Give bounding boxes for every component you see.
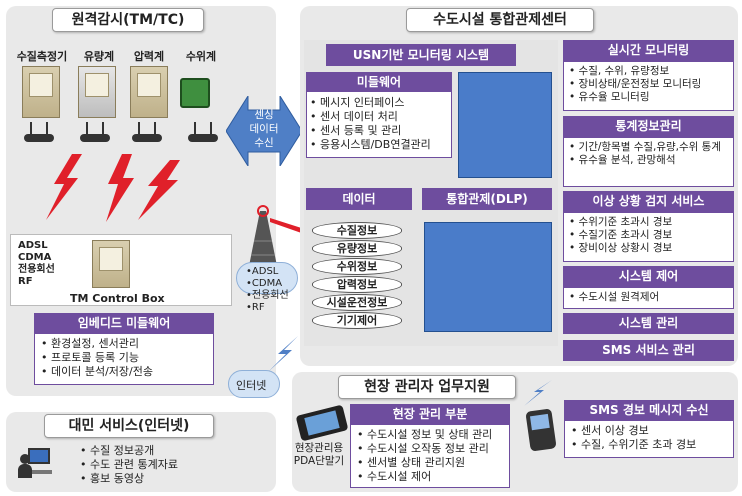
router-icon-3 bbox=[132, 122, 162, 142]
middleware-item: 메시지 인터페이스 bbox=[310, 96, 431, 110]
public-service-item: 수질 정보공개 bbox=[80, 444, 178, 458]
data-item-pressure: 압력정보 bbox=[312, 276, 402, 293]
field-management-item: 수도시설 오작동 정보 관리 bbox=[357, 442, 503, 456]
mobile-phone-icon bbox=[525, 408, 557, 452]
public-service-item: 수도 관련 통계자료 bbox=[80, 458, 178, 472]
pressure-meter-image bbox=[130, 66, 168, 118]
data-item-flow: 유량정보 bbox=[312, 240, 402, 257]
phone-signal-icon bbox=[524, 380, 552, 406]
device-label-pressure: 압력계 bbox=[133, 50, 165, 63]
device-label-flow: 유량계 bbox=[83, 50, 115, 63]
computer-user-icon bbox=[18, 448, 52, 478]
router-icon-4 bbox=[188, 122, 218, 142]
field-management-item: 수도시설 정보 및 상태 관리 bbox=[357, 428, 503, 442]
embedded-item: 데이터 분석/저장/전송 bbox=[41, 365, 207, 379]
public-service-title: 대민 서비스(인터넷) bbox=[44, 414, 214, 438]
statistics-item: 기간/항목별 수질,유량,수위 통계 bbox=[569, 141, 728, 154]
middleware-title: 미들웨어 bbox=[306, 72, 452, 92]
pda-label: 현장관리용 PDA단말기 bbox=[293, 442, 345, 467]
anomaly-item: 수위기준 초과시 경보 bbox=[569, 216, 728, 229]
realtime-item: 유수율 모니터링 bbox=[569, 91, 728, 104]
tower-network-adsl: •ADSL bbox=[246, 266, 279, 277]
embedded-middleware-title: 임베디드 미들웨어 bbox=[34, 313, 214, 333]
public-service-list: 수질 정보공개 수도 관련 통계자료 홍보 동영상 bbox=[80, 444, 178, 486]
embedded-item: 환경설정, 센서관리 bbox=[41, 337, 207, 351]
sms-alert-item: 센서 이상 경보 bbox=[571, 424, 727, 438]
sms-alert-item: 수질, 수위기준 초과 경보 bbox=[571, 438, 727, 452]
anomaly-detection-title: 이상 상황 검지 서비스 bbox=[563, 191, 734, 212]
data-item-operation: 시설운전정보 bbox=[312, 294, 402, 311]
internet-signal-icon bbox=[268, 336, 298, 372]
statistics-title: 통계정보관리 bbox=[563, 116, 734, 137]
anomaly-detection-list: 수위기준 초과시 경보 수질기준 초과시 경보 장비이상 상황시 경보 bbox=[563, 212, 734, 262]
realtime-monitoring-list: 수질, 수위, 유량정보 장비상태/운전정보 모니터링 유수율 모니터링 bbox=[563, 61, 734, 111]
network-list: ADSL CDMA 전용회선 RF bbox=[18, 240, 55, 288]
usn-system-title: USN기반 모니터링 시스템 bbox=[326, 44, 516, 66]
field-management-box: 수도시설 정보 및 상태 관리 수도시설 오작동 정보 관리 센서별 상태 관리… bbox=[350, 424, 510, 488]
system-control-item: 수도시설 원격제어 bbox=[569, 291, 728, 304]
tower-network-rf: •RF bbox=[246, 302, 265, 313]
sms-alert-box: 센서 이상 경보 수질, 수위기준 초과 경보 bbox=[564, 420, 734, 458]
network-adsl: ADSL bbox=[18, 240, 48, 251]
tower-network-cdma: •CDMA bbox=[246, 278, 283, 289]
sms-service-title: SMS 서비스 관리 bbox=[563, 340, 734, 361]
tower-network-dedicated: •전용회선 bbox=[246, 290, 289, 301]
field-management-item: 센서별 상태 관리지원 bbox=[357, 456, 503, 470]
wireless-signal-icons bbox=[46, 154, 180, 222]
system-control-title: 시스템 제어 bbox=[563, 266, 734, 287]
dlp-display bbox=[424, 222, 552, 332]
middleware-item: 센서 등록 및 관리 bbox=[310, 124, 431, 138]
router-icon-2 bbox=[80, 122, 110, 142]
internet-label: 인터넷 bbox=[236, 379, 267, 392]
water-quality-meter-image bbox=[22, 66, 60, 118]
data-item-control: 기기제어 bbox=[312, 312, 402, 329]
embedded-item: 프로토콜 등록 기능 bbox=[41, 351, 207, 365]
middleware-list: 메시지 인터페이스 센서 데이터 처리 센서 등록 및 관리 응용시스템/DB연… bbox=[310, 96, 431, 152]
network-dedicated: 전용회선 bbox=[18, 264, 55, 275]
middleware-display bbox=[458, 72, 552, 178]
device-label-water-quality: 수질측정기 bbox=[16, 50, 68, 63]
internet-cloud bbox=[228, 370, 280, 398]
control-center-title: 수도시설 통합관제센터 bbox=[406, 8, 594, 32]
router-icon-1 bbox=[24, 122, 54, 142]
remote-monitoring-title: 원격감시(TM/TC) bbox=[52, 8, 204, 32]
anomaly-item: 수질기준 초과시 경보 bbox=[569, 229, 728, 242]
public-service-item: 홍보 동영상 bbox=[80, 472, 178, 486]
middleware-item: 응용시스템/DB연결관리 bbox=[310, 138, 431, 152]
data-title: 데이터 bbox=[306, 188, 412, 210]
network-cdma: CDMA bbox=[18, 252, 52, 263]
data-item-level: 수위정보 bbox=[312, 258, 402, 275]
middleware-item: 센서 데이터 처리 bbox=[310, 110, 431, 124]
realtime-item: 수질, 수위, 유량정보 bbox=[569, 65, 728, 78]
sms-alert-title: SMS 경보 메시지 수신 bbox=[564, 400, 734, 420]
field-management-item: 수도시설 제어 bbox=[357, 470, 503, 484]
dlp-title: 통합관제(DLP) bbox=[422, 188, 552, 210]
system-management-title: 시스템 관리 bbox=[563, 313, 734, 334]
system-control-list: 수도시설 원격제어 bbox=[563, 287, 734, 309]
statistics-item: 유수율 분석, 관망해석 bbox=[569, 154, 728, 167]
field-management-title: 현장 관리 부분 bbox=[350, 404, 510, 424]
flow-meter-image bbox=[78, 66, 116, 118]
tm-control-box-label: TM Control Box bbox=[70, 292, 165, 305]
data-item-water-quality: 수질정보 bbox=[312, 222, 402, 239]
tm-control-box-image bbox=[92, 240, 130, 288]
anomaly-item: 장비이상 상황시 경보 bbox=[569, 242, 728, 255]
realtime-item: 장비상태/운전정보 모니터링 bbox=[569, 78, 728, 91]
embedded-middleware-box: 환경설정, 센서관리 프로토콜 등록 기능 데이터 분석/저장/전송 bbox=[34, 333, 214, 385]
sensing-label: 센싱 데이터 수신 bbox=[249, 109, 279, 149]
level-meter-image bbox=[180, 78, 210, 108]
tower-network-list: •ADSL •CDMA •전용회선 •RF bbox=[246, 266, 289, 314]
field-support-title: 현장 관리자 업무지원 bbox=[338, 375, 516, 399]
network-rf: RF bbox=[18, 276, 33, 287]
device-label-level: 수위계 bbox=[185, 50, 217, 63]
statistics-list: 기간/항목별 수질,유량,수위 통계 유수율 분석, 관망해석 bbox=[563, 137, 734, 187]
tower-icon bbox=[248, 205, 278, 271]
tower-cloud bbox=[236, 262, 298, 294]
sensing-arrow bbox=[226, 96, 302, 166]
realtime-monitoring-title: 실시간 모니터링 bbox=[563, 40, 734, 61]
